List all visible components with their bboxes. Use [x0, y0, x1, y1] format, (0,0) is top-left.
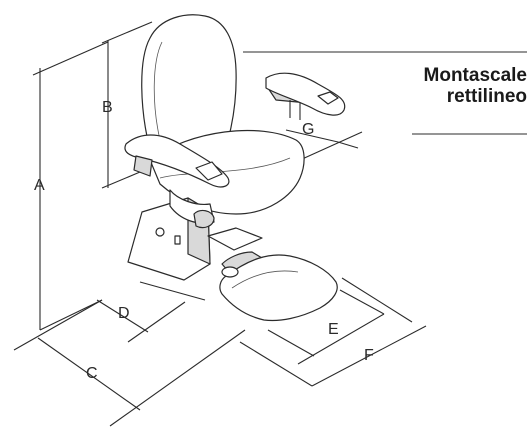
- dimension-a: A: [32, 41, 109, 331]
- dimension-label-c: C: [86, 365, 98, 382]
- dimension-f: F: [239, 277, 427, 387]
- dimension-b: B: [101, 21, 153, 189]
- dimension-c: C: [13, 299, 246, 427]
- key-switch: [174, 235, 181, 245]
- dimension-label-e: E: [328, 321, 339, 338]
- backrest: [141, 14, 237, 151]
- stairlift-chair: [124, 14, 346, 322]
- dimension-label-a: A: [34, 177, 45, 194]
- dimension-label-f: F: [364, 347, 374, 364]
- title-block: Montascale rettilineo: [243, 51, 527, 135]
- title-line-2: rettilineo: [447, 86, 527, 107]
- title-line-1: Montascale: [424, 65, 527, 86]
- control-button: [155, 227, 165, 237]
- armrest-left: [124, 134, 230, 188]
- armrest-right: [265, 72, 346, 120]
- dimension-label-g: G: [302, 121, 314, 138]
- dimension-e: E: [267, 289, 385, 365]
- dimension-label-b: B: [102, 99, 113, 116]
- dimension-g: G: [285, 121, 363, 161]
- dimension-d: D: [96, 281, 206, 343]
- dimension-label-d: D: [118, 305, 130, 322]
- footrest: [219, 251, 338, 322]
